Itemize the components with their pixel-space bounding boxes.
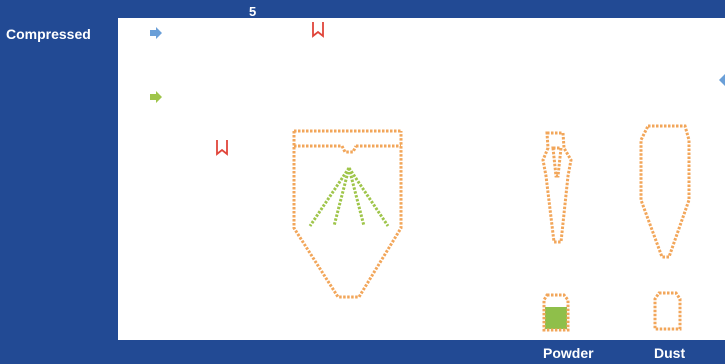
diagram-panel: [118, 18, 725, 340]
step-number-label: 5: [249, 4, 257, 19]
dust-jar: [653, 291, 682, 331]
drying-chamber: [292, 129, 403, 299]
feed-arrow-icon: [150, 91, 162, 103]
powder-cyclone: [541, 131, 573, 244]
dust-cyclone: [639, 124, 691, 259]
spray-cone: [308, 167, 390, 227]
heater-icon: [312, 22, 324, 38]
exhaust-arrow-icon: [719, 74, 725, 86]
powder-label: Powder: [543, 345, 594, 361]
powder-jar: [542, 293, 570, 332]
dust-label: Dust: [654, 345, 686, 361]
compressed-air-label: Compressed: [6, 26, 91, 42]
heater-icon: [216, 140, 228, 156]
air-arrow-icon: [150, 27, 162, 39]
